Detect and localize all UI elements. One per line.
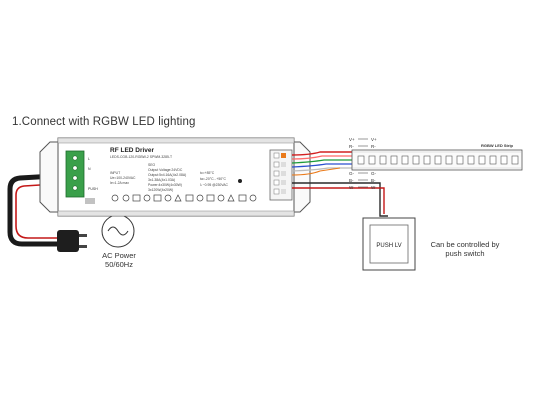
led-chip <box>467 155 475 165</box>
wire-label-left-r: R- <box>349 144 354 149</box>
led-chip <box>401 155 409 165</box>
led-chip <box>434 155 442 165</box>
push-wire-2 <box>292 187 385 214</box>
driver-indicator-dot <box>238 179 242 183</box>
driver-input-3: Ie=1.2A max <box>110 181 129 185</box>
led-chips <box>357 155 519 165</box>
ac-power-line1: AC Power <box>102 251 136 260</box>
wire-r-red <box>291 155 352 160</box>
push-wire-1 <box>292 182 388 217</box>
led-chip <box>357 155 365 165</box>
wire-label-arrows <box>358 138 368 188</box>
led-chip <box>456 155 464 165</box>
wire-label-left-g: G- <box>349 171 355 176</box>
driver-temp-2: ta=-20°C...+50°C <box>200 177 226 181</box>
ac-power-line2: 50/60Hz <box>105 260 133 269</box>
led-chip <box>390 155 398 165</box>
input-terminal-block <box>65 150 85 198</box>
driver-input-1: INPUT <box>110 171 120 175</box>
push-caption-line1: Can be controlled by <box>430 240 500 249</box>
left-terminal-label-1: L <box>88 157 90 161</box>
led-chip <box>445 155 453 165</box>
left-terminal-label-4: PUSH <box>88 187 98 191</box>
led-driver-housing <box>39 137 311 217</box>
wire-label-right-r: R- <box>371 144 376 149</box>
push-caption-line2: push switch <box>445 249 485 258</box>
push-switch-caption: Can be controlled by push switch <box>420 240 510 258</box>
driver-spec-5: Power:4x30W(4x30W) <box>148 183 182 187</box>
wire-label-right-vplus: V+ <box>371 137 377 142</box>
driver-temp-3: λ ~0.95 @230VAC <box>200 183 229 187</box>
wire-g-green <box>291 159 352 164</box>
driver-spec-1: SEO <box>148 163 156 167</box>
ac-source-icon <box>101 214 135 248</box>
wire-b-blue <box>291 163 352 168</box>
wire-label-right-w: W- <box>371 185 377 190</box>
led-chip <box>368 155 376 165</box>
driver-name: RF LED Driver <box>110 147 155 154</box>
wire-label-left-b: B- <box>349 178 354 183</box>
output-terminal-block <box>269 149 293 201</box>
mains-cable-red <box>15 182 73 239</box>
led-chip <box>379 155 387 165</box>
driver-temp-1: tc=+85°C <box>200 171 215 175</box>
led-chip <box>412 155 420 165</box>
mains-cable-black <box>7 172 75 247</box>
wire-label-right-g: G- <box>371 171 377 176</box>
left-terminal-label-2: N <box>88 167 91 171</box>
led-chip <box>423 155 431 165</box>
driver-input-2: Ue=100-240VAC <box>110 176 136 180</box>
wire-label-right-b: B- <box>371 178 376 183</box>
driver-spec-6: 3x120W(4x20W) <box>148 188 173 192</box>
led-chip <box>511 155 519 165</box>
certification-marks <box>111 194 257 202</box>
driver-spec-3: Output:5x4.16A(4x2.08A) <box>148 173 186 177</box>
ac-power-label: AC Power 50/60Hz <box>84 251 154 269</box>
driver-spec-2: Output Voltage:24VDC <box>148 168 183 172</box>
wire-w-white <box>291 167 352 172</box>
push-switch[interactable] <box>362 217 416 271</box>
wire-label-left-vplus: V+ <box>349 137 355 142</box>
driver-model-line: LEDS-CGB-120-RGBW-2 SPWM-3285-T <box>110 155 172 159</box>
barcode-icon <box>85 198 95 204</box>
ac-plug <box>57 230 87 252</box>
led-chip <box>489 155 497 165</box>
led-chip <box>500 155 508 165</box>
section-title: 1.Connect with RGBW LED lighting <box>12 116 196 128</box>
push-switch-label: PUSH LV <box>376 243 401 249</box>
strip-label: RGBW LED Strip <box>481 143 514 148</box>
wire-orange <box>291 167 341 176</box>
driver-spec-4: 3x1.38A(4x1.03A) <box>148 178 175 182</box>
wire-label-left-w: W- <box>349 185 355 190</box>
wire-vplus-red <box>291 151 352 156</box>
led-chip <box>478 155 486 165</box>
